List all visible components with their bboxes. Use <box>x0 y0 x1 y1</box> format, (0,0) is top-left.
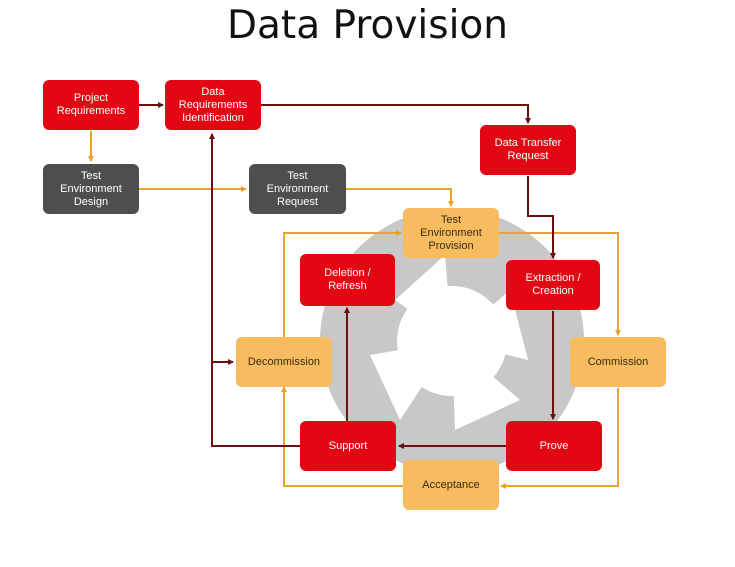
node-support: Support <box>300 421 396 471</box>
node-decommission: Decommission <box>236 337 332 387</box>
node-data-transfer-request: Data Transfer Request <box>480 125 576 175</box>
node-prove: Prove <box>506 421 602 471</box>
node-data-requirements-identification: Data Requirements Identification <box>165 80 261 130</box>
edge-decommission-to-provision <box>283 230 402 337</box>
edge-provision-to-commission <box>499 232 621 336</box>
node-acceptance: Acceptance <box>403 460 499 510</box>
edge-commission-to-acceptance <box>500 388 619 489</box>
node-commission: Commission <box>570 337 666 387</box>
node-extraction-creation: Extraction / Creation <box>506 260 600 310</box>
edge-transfer-to-extraction <box>527 176 556 259</box>
node-test-environment-provision: Test Environment Provision <box>403 208 499 258</box>
node-test-environment-design: Test Environment Design <box>43 164 139 214</box>
edge-acceptance-to-decommission <box>281 386 403 487</box>
edge-support-to-data-req <box>209 133 301 447</box>
edge-test-env-request-to-provision <box>346 188 454 207</box>
edge-data-req-to-transfer <box>261 104 531 124</box>
node-project-requirements: Project Requirements <box>43 80 139 130</box>
node-test-environment-request: Test Environment Request <box>249 164 346 214</box>
diagram-title: Data Provision <box>226 3 509 48</box>
node-deletion-refresh: Deletion / Refresh <box>300 254 395 306</box>
